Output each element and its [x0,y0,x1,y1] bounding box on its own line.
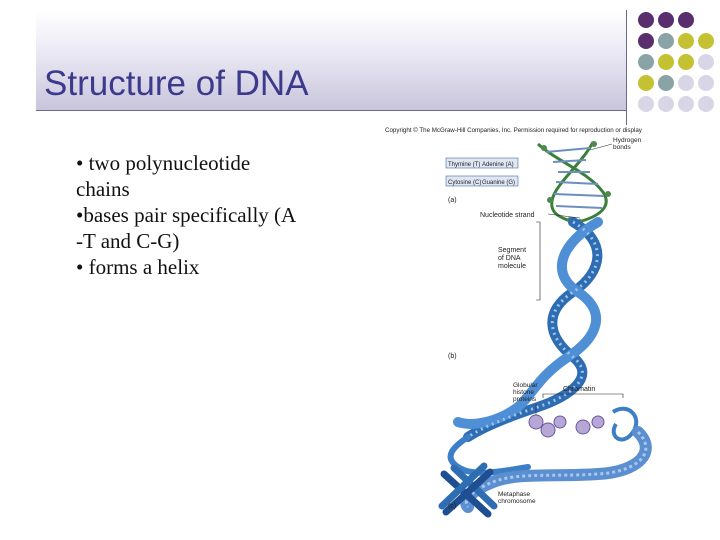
metaphase-label-1: Metaphase [498,491,531,498]
bullet-line: •bases pair specifically (A [76,203,297,227]
decorative-dot [658,12,674,28]
decorative-dot [658,75,674,91]
metaphase-label-2: chromosome [498,498,536,505]
globular-label-2: histone [513,389,534,396]
bullet-line: • forms a helix [76,255,200,279]
dna-closeup-ladder [536,141,611,225]
legend-box-cg [445,175,519,187]
decorative-dot-grid [638,12,714,112]
segment-label-3: molecule [498,263,526,270]
dna-double-helix [447,217,603,476]
slide-title: Structure of DNA [44,64,309,103]
bullet-line: • two polynucleotide [76,151,251,175]
panel-a-label: (a) [448,197,457,204]
bullet-line: -T and C-G) [76,229,180,253]
legend-adenine: Adenine (A) [482,162,514,168]
nucleotide-strand-label: Nucleotide strand [480,212,535,219]
title-divider [36,110,626,111]
dna-structure-figure: Copyright © The McGraw-Hill Companies, I… [385,127,652,518]
chromatin-beads [528,406,639,442]
decorative-dot [638,33,654,49]
hydrogen-bonds-label: Hydrogen [613,137,642,144]
figure-copyright: Copyright © The McGraw-Hill Companies, I… [385,127,643,134]
segment-bracket [536,221,541,301]
decorative-dot [658,96,674,112]
nucleotide-strand-pointer [547,213,581,219]
vertical-divider [626,10,627,125]
chromatin-label: Chromatin [563,386,595,393]
legend-guanine: Guanine (G) [482,180,515,186]
decorative-dot [638,12,654,28]
decorative-dot [678,54,694,70]
globular-label-3: proteins [513,396,537,403]
hydrogen-bonds-pointer [589,143,613,151]
legend-thymine: Thymine (T) [448,162,480,168]
decorative-dot [698,96,714,112]
decorative-dot [638,75,654,91]
hydrogen-bonds-label-2: bonds [613,144,631,151]
segment-label-2: of DNA [498,255,521,262]
chromatin-bracket [542,393,624,398]
globular-label-1: Globular [513,382,538,389]
segment-label-1: Segment [498,247,526,254]
legend-cytosine: Cytosine (C) [448,180,481,186]
legend-box-at [445,157,519,169]
decorative-dot [678,12,694,28]
decorative-dot [678,33,694,49]
decorative-dot [638,96,654,112]
bullet-line: chains [76,177,130,201]
decorative-dot [658,33,674,49]
panel-b-label: (b) [448,353,457,360]
decorative-dot [678,75,694,91]
decorative-dot [698,75,714,91]
metaphase-chromosome [438,462,498,518]
decorative-dot [638,54,654,70]
title-band [36,10,626,110]
decorative-dot [678,96,694,112]
bullet-list: • two polynucleotide chains •bases pair … [76,150,366,280]
panel-c-label: (c) [448,503,456,510]
decorative-dot [698,54,714,70]
decorative-dot [698,33,714,49]
condensed-chromatin-fiber [460,426,652,513]
decorative-dot [658,54,674,70]
